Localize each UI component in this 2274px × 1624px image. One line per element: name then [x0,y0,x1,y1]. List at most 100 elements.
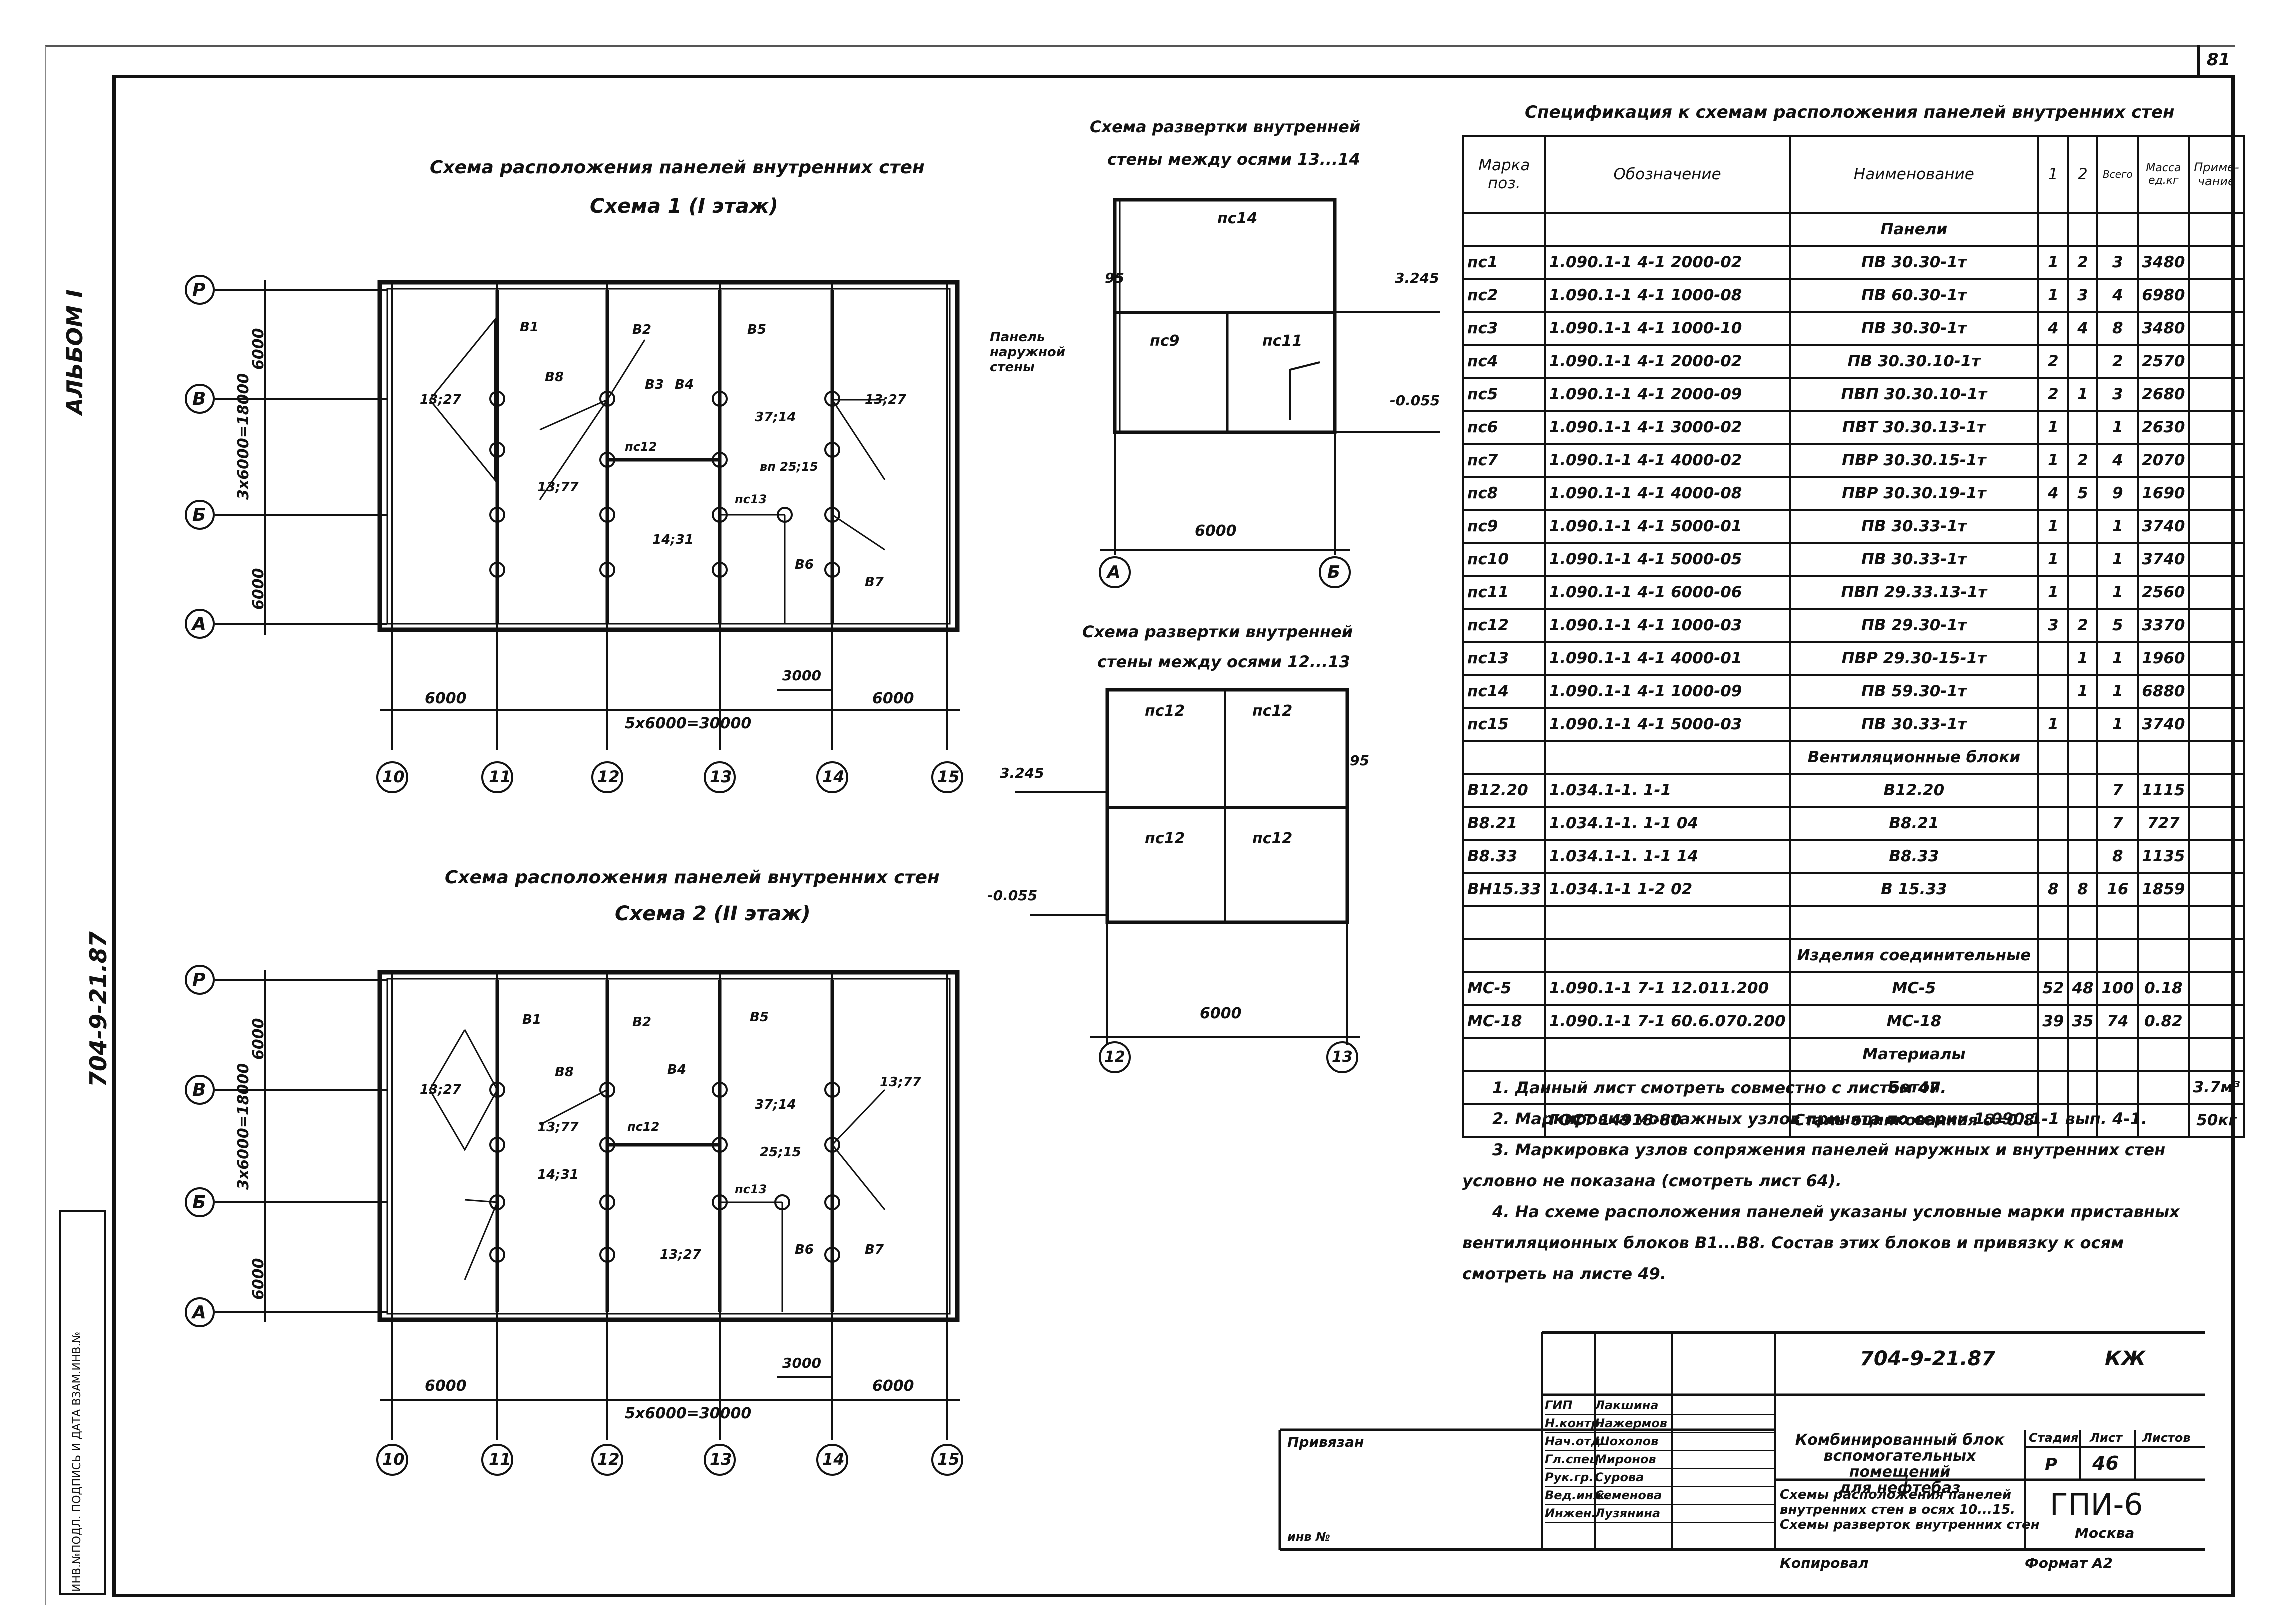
spec-cell-mass: 6880 [2137,674,2190,709]
spec-h-q2: 2 [2067,135,2099,214]
tb-privyazan: Привязан [1288,1434,1364,1450]
spec-cell-name: ПВ 30.33-1т [1788,707,2040,742]
spec-cell-qall: 1 [2096,575,2140,610]
spec-cell-q2: 3 [2067,278,2099,313]
spec-cell-q2: 35 [2067,1004,2099,1039]
note-4b: вентиляционных блоков В1...В8. Состав эт… [1462,1234,2124,1252]
spec-cell-note [2188,773,2246,808]
spec-cell-mark: пс13 [1462,641,1546,676]
spec-cell-mark: пс6 [1462,410,1546,445]
spec-cell-note [2188,410,2246,445]
spec-cell-oboz: 1.034.1-1 1-2 02 [1544,872,1791,907]
spec-cell-q1: 4 [2038,311,2070,346]
spec-cell-qall: 100 [2096,971,2140,1006]
note-3: 3. Маркировка узлов сопряжения панелей н… [1492,1140,2166,1160]
tb-sheet-line1: Схемы расположения панелей [1780,1488,2012,1502]
spec-cell-mass: 6980 [2137,278,2190,313]
outer-border [45,45,2235,1605]
spec-cell-mass [2137,1103,2190,1138]
spec-cell-qall: 16 [2096,872,2140,907]
spec-h-mass: Масса ед.кг [2137,135,2190,214]
s1-label-vp: вп 25;15 [760,460,818,474]
razv2-dim: 6000 [1200,1005,1242,1022]
spec-cell-q1: 1 [2038,410,2070,445]
s2-dim-left-mid: 3x6000=18000 [235,1063,252,1190]
spec-cell-q2: 1 [2067,641,2099,676]
tb-inv: инв № [1288,1530,1330,1544]
s1-label-b2: В2 [632,322,652,338]
spec-cell-mark: пс3 [1462,311,1546,346]
razv1-title2: стены между осями 13...14 [1108,150,1360,169]
spec-cell-qall: 3 [2096,377,2140,412]
spec-table: Марка поз. Обозначение Наименование 1 2 … [1462,135,2246,1138]
razv2-panel-2: пс12 [1252,702,1293,720]
s1-axis-14: 14 [822,768,845,786]
tb-staff-name: Нажермов [1595,1416,1668,1430]
spec-cell-note [2188,608,2246,643]
spec-cell-qall: 1 [2096,707,2140,742]
spec-cell-mass: 1690 [2137,476,2190,511]
razv2-panel-3: пс12 [1145,830,1186,848]
tb-staff-name: Лакшина [1595,1398,1659,1412]
spec-cell-oboz: 1.034.1-1. 1-1 [1544,773,1791,808]
tb-stage-label: Стадия [2029,1431,2079,1445]
razv1-side-label: Панель наружной стены [990,330,1066,375]
s1-dim-total: 5x6000=30000 [625,715,752,732]
spec-cell-oboz: 1.090.1-1 4-1 2000-02 [1544,245,1791,280]
spec-cell-q2 [2067,575,2099,610]
s2-dim-3000: 3000 [782,1355,822,1372]
s2-label-b1: В1 [522,1012,542,1028]
note-3b: условно не показана (смотреть лист 64). [1462,1172,1842,1190]
razv1-title: Схема развертки внутренней [1090,118,1361,136]
spec-cell-q2: 5 [2067,476,2099,511]
tb-staff-row: Нач.отд.Шохолов [1545,1434,1775,1452]
spec-section-name: Изделия соединительные [1788,938,2040,973]
spec-cell-oboz: 1.034.1-1. 1-1 04 [1544,806,1791,841]
note-4c: смотреть на листе 49. [1462,1264,1666,1284]
s2-axis-10: 10 [382,1450,405,1469]
spec-cell-mass: 1115 [2137,773,2190,808]
s2-label-right-1377: 13;77 [880,1075,922,1090]
spec-cell-note [2188,641,2246,676]
spec-cell-q2: 2 [2067,608,2099,643]
s1-axis-12: 12 [598,768,620,786]
razv2-axis-12: 12 [1104,1048,1126,1066]
spec-cell-mark: пс2 [1462,278,1546,313]
tb-staff-row: Инжен.Лузянина [1545,1506,1775,1524]
spec-cell-mass: 2570 [2137,344,2190,379]
s2-label-1377: 13;77 [538,1120,579,1135]
spec-cell-note [2188,575,2246,610]
spec-cell-note [2188,245,2246,280]
spec-cell-q2 [2067,410,2099,445]
spec-cell-mass: 1859 [2137,872,2190,907]
spec-cell-name: В8.21 [1788,806,2040,841]
s1-label-b3: В3 [645,378,664,392]
spec-cell-mark: ВН15.33 [1462,872,1546,907]
spec-cell-oboz: 1.090.1-1 7-1 60.6.070.200 [1544,1004,1791,1039]
tb-staff-role: Вед.инж. [1545,1488,1610,1502]
s2-dim-left-top: 6000 [250,1018,268,1060]
s1-axis-13: 13 [710,768,732,786]
spec-cell-mark: пс11 [1462,575,1546,610]
spec-cell-q1 [2038,1070,2070,1105]
spec-cell-mass: 3740 [2137,509,2190,544]
spec-cell-mass: 1135 [2137,839,2190,874]
s2-dim-bottom-right: 6000 [872,1378,914,1395]
spec-cell-note [2188,476,2246,511]
spec-cell-q1 [2038,1103,2070,1138]
spec-cell-note [2188,872,2246,907]
razv2-mark-95: 95 [1350,752,1370,769]
spec-cell-mass: 0.82 [2137,1004,2190,1039]
spec-cell-qall: 7 [2096,773,2140,808]
s2-label-b6: В6 [795,1242,814,1258]
spec-cell-mark: В8.33 [1462,839,1546,874]
